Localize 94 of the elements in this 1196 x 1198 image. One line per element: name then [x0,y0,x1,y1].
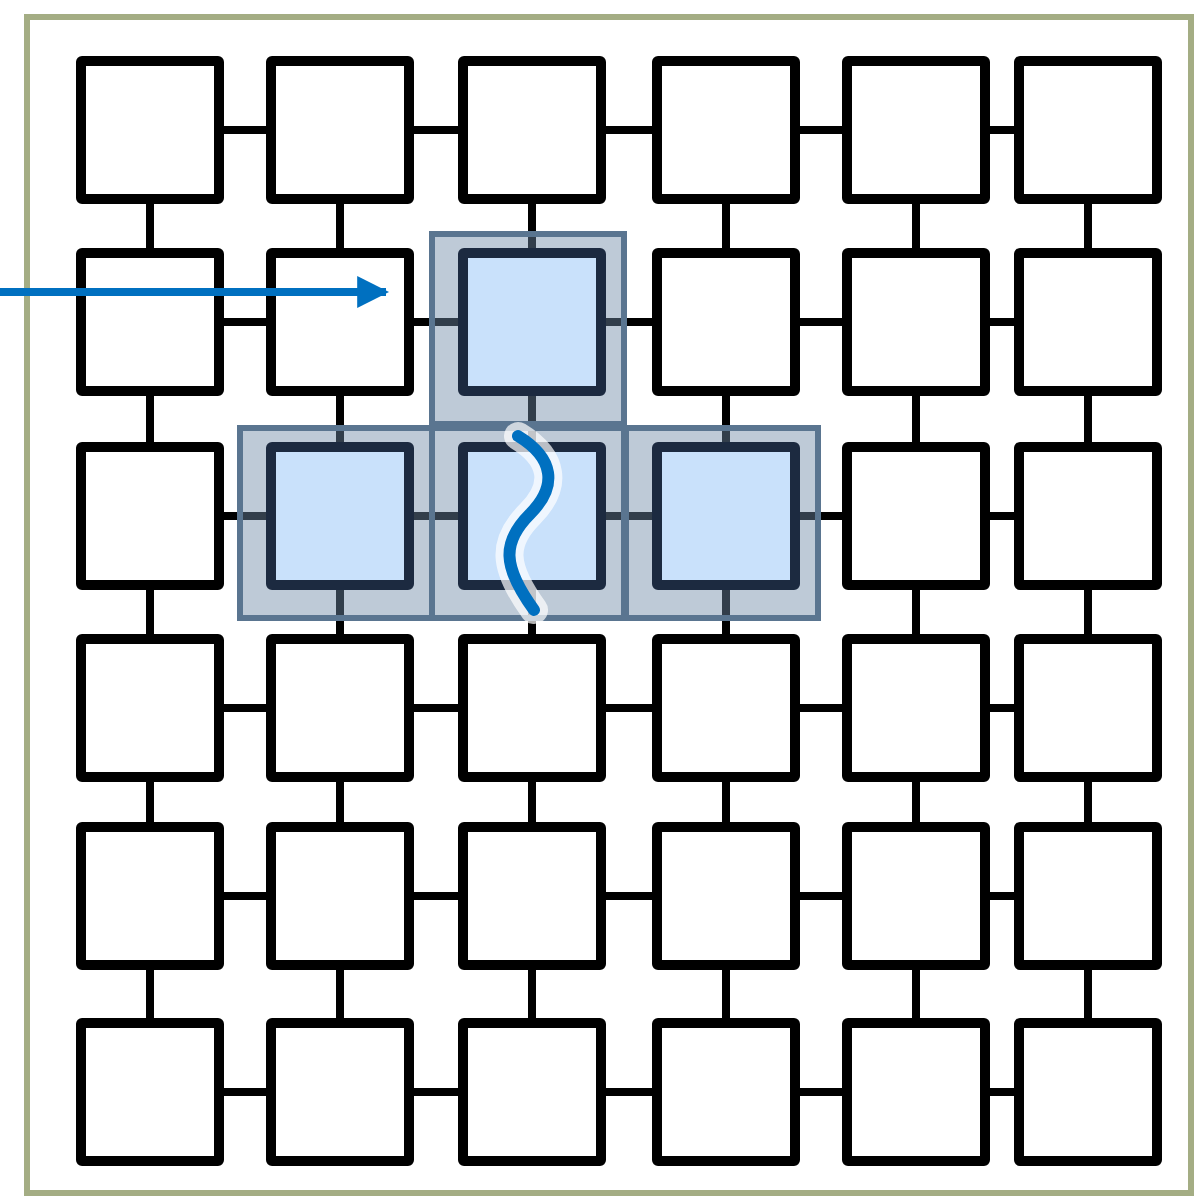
connector-line [722,970,730,1018]
connector-line [336,204,344,248]
connector-line [146,590,154,634]
connector-line [336,970,344,1018]
connector-line [912,970,920,1018]
connector-line [990,892,1014,900]
connector-line [990,318,1014,326]
connector-line [1084,204,1092,248]
connector-line [224,892,266,900]
connector-line [912,204,920,248]
connector-line [414,1088,458,1096]
square-box [76,822,224,970]
connector-line [414,704,458,712]
connector-line [800,892,842,900]
connector-line [224,126,266,134]
connector-line [990,704,1014,712]
highlighted-square [652,442,800,590]
square-box [458,634,606,782]
connector-line [336,590,344,634]
connector-line [800,704,842,712]
connector-line [800,512,842,520]
connector-line [336,782,344,822]
connector-line [224,704,266,712]
connector-line [1084,782,1092,822]
square-box [652,248,800,396]
square-box [458,56,606,204]
square-box [842,822,990,970]
connector-line [722,590,730,634]
square-box [76,442,224,590]
square-box [652,56,800,204]
square-box [1014,442,1162,590]
square-box [76,56,224,204]
square-box [1014,634,1162,782]
square-box [652,1018,800,1166]
connector-line [1084,396,1092,442]
connector-line [146,396,154,442]
connector-line [606,704,652,712]
connector-line [606,892,652,900]
square-box [458,1018,606,1166]
square-box [842,56,990,204]
square-box [266,56,414,204]
connector-line [912,590,920,634]
connector-line [414,512,458,520]
arrow [0,276,390,308]
connector-line [146,782,154,822]
connector-line [722,396,730,442]
connector-line [146,204,154,248]
square-box [842,1018,990,1166]
square-box [266,1018,414,1166]
connector-line [722,782,730,822]
connector-line [146,970,154,1018]
square-box [1014,822,1162,970]
connector-line [528,204,536,248]
square-box [458,822,606,970]
connector-line [1084,970,1092,1018]
square-box [842,634,990,782]
square-box [266,634,414,782]
connector-line [912,782,920,822]
connector-line [800,318,842,326]
connector-line [912,396,920,442]
connector-line [990,1088,1014,1096]
connector-line [606,512,652,520]
connector-line [414,126,458,134]
square-box [76,1018,224,1166]
square-box [652,822,800,970]
connector-line [606,126,652,134]
square-box [842,248,990,396]
highlighted-square [266,442,414,590]
connector-line [990,512,1014,520]
connector-line [1084,590,1092,634]
connector-line [224,512,266,520]
square-box [1014,1018,1162,1166]
square-box [266,822,414,970]
square-box [76,248,224,396]
connector-line [224,1088,266,1096]
connector-line [722,204,730,248]
square-box [652,634,800,782]
square-box [76,634,224,782]
square-box [266,248,414,396]
connector-line [414,318,458,326]
square-box [1014,56,1162,204]
connector-line [800,126,842,134]
connector-line [990,126,1014,134]
square-box [842,442,990,590]
connector-line [606,1088,652,1096]
square-box [1014,248,1162,396]
connector-line [336,396,344,442]
connector-line [606,318,652,326]
connector-line [528,782,536,822]
connector-line [224,318,266,326]
connector-line [528,970,536,1018]
connector-line [414,892,458,900]
connector-line [800,1088,842,1096]
highlighted-square [458,248,606,396]
